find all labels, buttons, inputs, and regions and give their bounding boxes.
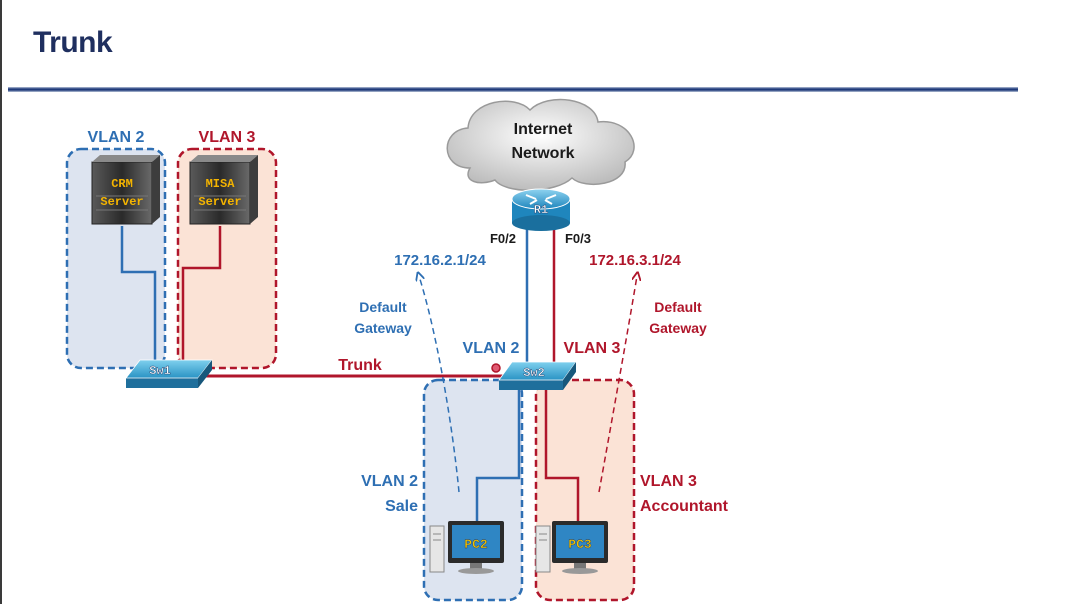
- vlan2-server-header: VLAN 2: [88, 129, 145, 146]
- switch-sw2-icon: Sw2: [498, 361, 577, 390]
- switch-sw1-icon: Sw1: [125, 359, 213, 388]
- switch-sw2-label: Sw2: [523, 366, 545, 380]
- crm-server-icon: CRM Server: [91, 155, 160, 225]
- title-divider: [8, 87, 1018, 92]
- cloud-label-line2: Network: [511, 145, 574, 162]
- router-icon: R1: [511, 188, 571, 231]
- slide-title: Trunk: [33, 26, 113, 59]
- router-port-f03: F0/3: [565, 231, 591, 246]
- cloud-label-line1: Internet: [514, 121, 573, 138]
- pc3-label: PC3: [568, 537, 592, 552]
- vlan2-default-gateway-line1: Default: [359, 299, 407, 315]
- switch-sw1-label: Sw1: [149, 364, 171, 378]
- pc-vlan3-label-line1: VLAN 3: [640, 473, 697, 490]
- vlan3-gateway-ip: 172.16.3.1/24: [589, 252, 681, 269]
- misa-link: [181, 226, 222, 368]
- router-label: R1: [534, 203, 548, 217]
- pc-vlan2-label-line2: Sale: [385, 498, 418, 515]
- vlan3-default-gateway-line1: Default: [654, 299, 702, 315]
- crm-link: [120, 226, 157, 368]
- misa-server-icon: MISA Server: [189, 155, 258, 225]
- slide-left-border: [0, 0, 2, 604]
- vlan3-server-header: VLAN 3: [199, 129, 256, 146]
- pc2-label: PC2: [464, 537, 488, 552]
- misa-server-label-line2: Server: [198, 195, 241, 209]
- pc3-computer-icon: PC3: [535, 521, 608, 574]
- sw2-vlan2-label: VLAN 2: [463, 340, 520, 357]
- pc3-link: [544, 386, 580, 522]
- vlan2-gateway-arrow: [419, 276, 460, 493]
- crm-server-label-line1: CRM: [111, 177, 133, 191]
- vlan2-default-gateway-line2: Gateway: [354, 320, 412, 336]
- vlan3-default-gateway-line2: Gateway: [649, 320, 707, 336]
- trunk-port-dot: [491, 363, 501, 373]
- internet-cloud-icon: Internet Network: [446, 98, 635, 191]
- router-port-f02: F0/2: [490, 231, 516, 246]
- misa-server-label-line1: MISA: [206, 177, 236, 191]
- pc-vlan3-label-line2: Accountant: [640, 498, 729, 515]
- trunk-label: Trunk: [338, 357, 382, 374]
- pc-vlan2-label-line1: VLAN 2: [361, 473, 418, 490]
- pc2-link: [475, 386, 521, 522]
- sw2-vlan3-label: VLAN 3: [564, 340, 621, 357]
- crm-server-label-line2: Server: [100, 195, 143, 209]
- pc2-computer-icon: PC2: [429, 521, 504, 574]
- vlan2-gateway-ip: 172.16.2.1/24: [394, 252, 486, 269]
